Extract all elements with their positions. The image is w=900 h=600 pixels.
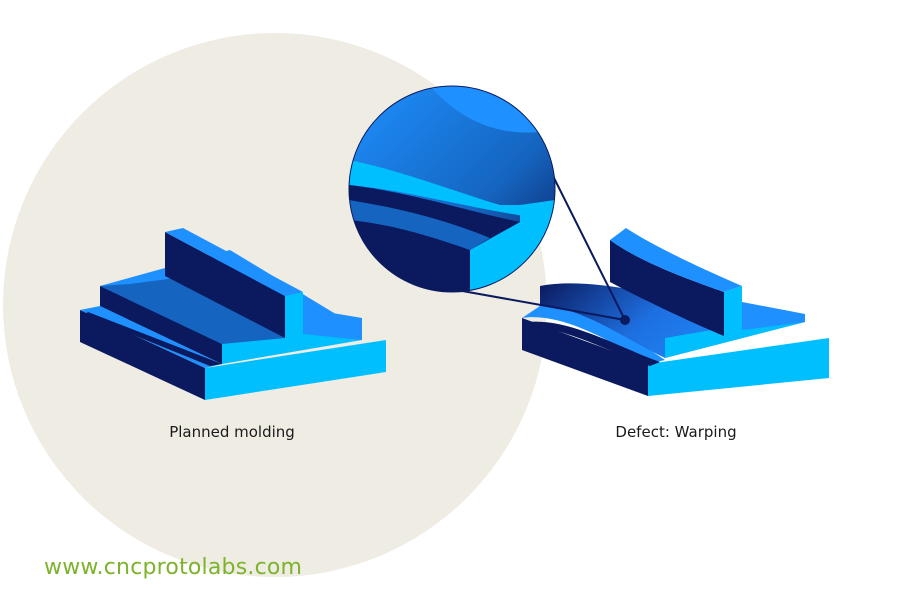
warped-base-top-face (522, 306, 665, 364)
planned-molding-part (80, 228, 386, 400)
warped-base-left-face (522, 318, 648, 396)
warped-base-front-face (648, 338, 829, 396)
warped-rib-left-face (610, 240, 724, 336)
warped-shoulder (742, 302, 805, 330)
rib-top-face (165, 228, 303, 296)
rib-front-face (285, 292, 303, 338)
warped-molding-part (522, 228, 829, 396)
step1-left-face (100, 286, 222, 364)
caption-defect-warping: Defect: Warping (615, 423, 737, 441)
watermark-url: www.cncprotolabs.com (44, 555, 303, 580)
warped-rib-top-face (610, 228, 742, 292)
rib-left-face (165, 232, 285, 338)
warped-step1-top-face (540, 283, 805, 358)
warped-rib-front-face (724, 286, 742, 336)
groove-dark (84, 312, 222, 366)
shoulder-front-face (303, 308, 362, 340)
callout-line-top (544, 159, 626, 321)
caption-planned-molding: Planned molding (169, 423, 295, 441)
zoom-magnifier (348, 85, 556, 293)
warped-groove (524, 321, 660, 366)
callout-line-bottom (439, 286, 626, 321)
base-left-face (80, 310, 205, 400)
base-front-face (205, 340, 386, 400)
